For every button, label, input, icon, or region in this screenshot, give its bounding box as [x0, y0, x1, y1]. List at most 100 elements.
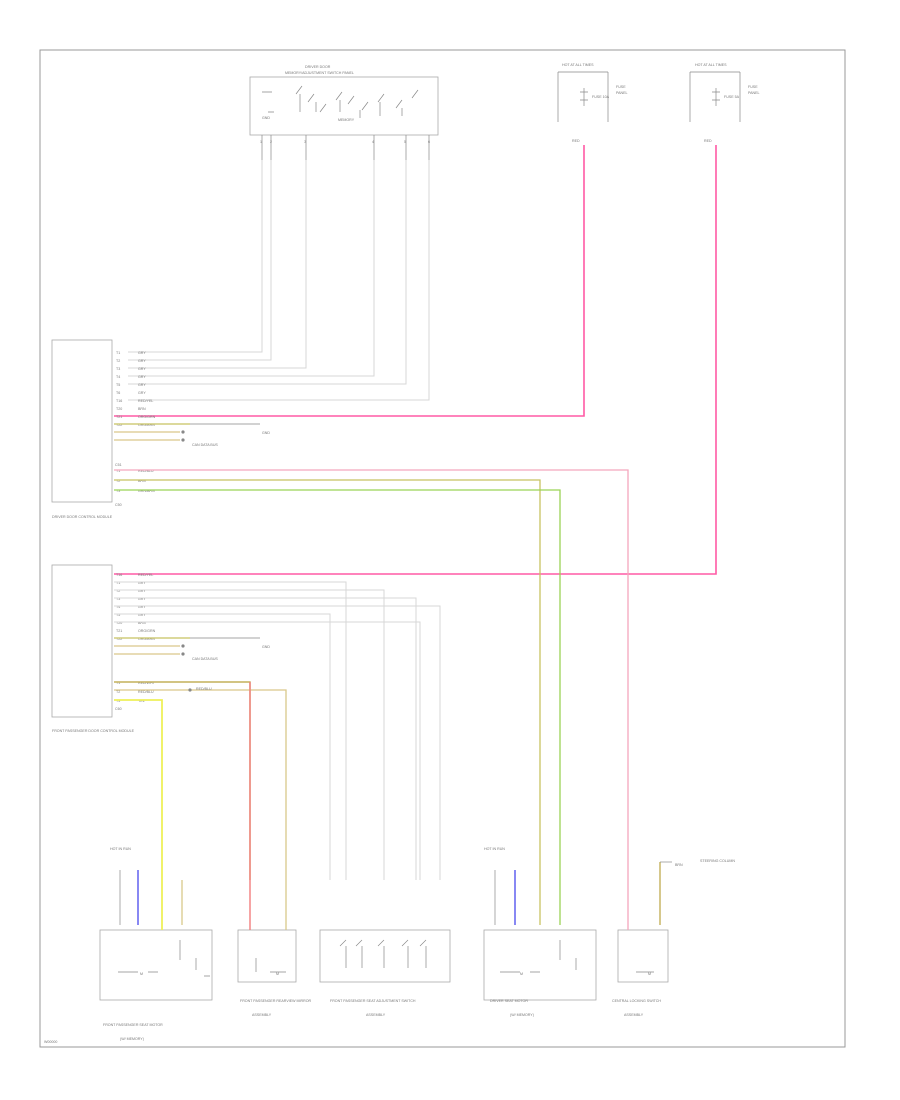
- wire-color-label: RED/WHT: [138, 681, 156, 685]
- passenger-door-module: FRONT PASSENGER DOOR CONTROL MODULE C60: [51, 564, 135, 733]
- wire-color-label: RED/YEL: [138, 573, 153, 577]
- svg-text:ASSEMBLY: ASSEMBLY: [252, 1013, 272, 1017]
- wire-color-label: GRY: [138, 359, 146, 363]
- fuse-box-left: HOT AT ALL TIMES FUSE 10A FUSE PANEL RED: [557, 63, 628, 143]
- wire-color-label: GRY: [138, 351, 146, 355]
- svg-text:M: M: [140, 972, 143, 976]
- svg-text:HOT IN RUN: HOT IN RUN: [110, 847, 131, 851]
- pin-number: T20: [116, 621, 122, 625]
- pin-number: T22: [116, 423, 122, 427]
- wire-color-label: GRY: [138, 613, 146, 617]
- wire-color-label: GRY: [138, 605, 146, 609]
- pin-number: T2: [116, 690, 120, 694]
- svg-text:FUSE 5A: FUSE 5A: [724, 95, 740, 99]
- bottom-label-5: CENTRAL LOCKING SWITCH: [612, 999, 661, 1003]
- pin-number: T16: [116, 399, 122, 403]
- svg-text:MEMORY: MEMORY: [338, 118, 355, 122]
- wire-color-label: GRY: [138, 581, 146, 585]
- svg-text:RED: RED: [572, 139, 580, 143]
- bottom-label-2: FRONT PASSENGER REARVIEW MIRROR: [240, 999, 311, 1003]
- pin-number: T3: [116, 367, 120, 371]
- bottom-label-4: DRIVER SEAT MOTOR: [490, 999, 528, 1003]
- svg-text:C60: C60: [115, 707, 122, 711]
- pin-number: T5: [116, 613, 120, 617]
- pin-number: T2: [116, 589, 120, 593]
- pin-number: T2: [116, 359, 120, 363]
- pin-number: T4: [116, 375, 120, 379]
- driver-seat-motor: HOT IN RUN M DRIVER SEAT MOTOR (W/ MEMOR…: [483, 847, 597, 1017]
- pin-number: T1: [116, 581, 120, 585]
- svg-text:PANEL: PANEL: [616, 91, 628, 95]
- wire-color-label: BRN: [138, 407, 146, 411]
- front-passenger-seat-motor: HOT IN RUN M FRONT PASSENGER SEAT MOTOR …: [99, 847, 213, 1041]
- svg-text:BRN: BRN: [675, 863, 683, 867]
- fuse-box-right: HOT AT ALL TIMES FUSE 5A FUSE PANEL RED: [689, 63, 760, 143]
- wire-color-label: ORG/BRN: [138, 423, 155, 427]
- driver-module-label: DRIVER DOOR CONTROL MODULE: [52, 515, 113, 519]
- svg-text:FUSE: FUSE: [748, 85, 758, 89]
- passenger-module-label: FRONT PASSENGER DOOR CONTROL MODULE: [52, 729, 135, 733]
- pin-number: T4: [116, 605, 120, 609]
- wire-color-label: GRY: [138, 391, 146, 395]
- svg-text:CAN DATA BUS: CAN DATA BUS: [192, 657, 218, 661]
- pin-number: T21: [116, 415, 122, 419]
- svg-text:C50: C50: [115, 503, 122, 507]
- central-locking-switch: BRN STEERING COLUMN M CENTRAL LOCKING SW…: [612, 859, 735, 1017]
- pin-number: T21: [116, 629, 122, 633]
- svg-text:CAN DATA BUS: CAN DATA BUS: [192, 443, 218, 447]
- wire-color-label: BRN: [138, 621, 146, 625]
- passenger-power-wire: [114, 145, 717, 575]
- svg-text:M: M: [648, 972, 651, 976]
- front-passenger-mirror: M FRONT PASSENGER REARVIEW MIRROR ASSEMB…: [237, 929, 311, 1017]
- footer-code: W00000: [44, 1040, 57, 1044]
- svg-text:PANEL: PANEL: [748, 91, 760, 95]
- wire-color-label: GRN/BRN: [138, 489, 155, 493]
- driver-power-wire: [114, 145, 585, 417]
- pin-number: T22: [116, 637, 122, 641]
- svg-text:(W/ MEMORY): (W/ MEMORY): [510, 1013, 534, 1017]
- svg-text:C51: C51: [115, 463, 122, 467]
- svg-text:M: M: [520, 972, 523, 976]
- svg-text:STEERING COLUMN: STEERING COLUMN: [700, 859, 735, 863]
- svg-text:RED/BLU: RED/BLU: [196, 687, 212, 691]
- wire-color-label: GRY: [138, 375, 146, 379]
- pin-number: T1: [116, 351, 120, 355]
- pin-number: T3: [116, 699, 120, 703]
- pin-number: T2: [116, 479, 120, 483]
- wire-color-label: ORG/BRN: [138, 637, 155, 641]
- wire-color-label: GRY: [138, 367, 146, 371]
- driver-door-module: DRIVER DOOR CONTROL MODULE C51 C50: [51, 339, 122, 519]
- pin-number: T3: [116, 489, 120, 493]
- front-passenger-seat-switch: FRONT PASSENGER SEAT ADJUSTMENT SWITCH A…: [319, 929, 451, 1017]
- memory-switch-panel: DRIVER DOOR MEMORY/ADJUSTMENT SWITCH PAN…: [249, 65, 439, 160]
- wire-color-label: GRY: [138, 597, 146, 601]
- pin-number: T6: [116, 391, 120, 395]
- svg-text:FUSE: FUSE: [616, 85, 626, 89]
- svg-text:1: 1: [260, 140, 262, 144]
- pin-number: T16: [116, 573, 122, 577]
- pin-number: T1: [116, 681, 120, 685]
- wire-color-label: GRY: [138, 383, 146, 387]
- svg-text:ASSEMBLY: ASSEMBLY: [624, 1013, 644, 1017]
- pin-number: T5: [116, 383, 120, 387]
- svg-text:M: M: [276, 972, 279, 976]
- switch-panel-title: DRIVER DOOR: [305, 65, 331, 69]
- wire-color-label: RED/BLU: [138, 469, 154, 473]
- svg-text:GND: GND: [262, 431, 270, 435]
- svg-text:GND: GND: [262, 116, 270, 120]
- switch-panel-subtitle: MEMORY/ADJUSTMENT SWITCH PANEL: [285, 71, 354, 75]
- svg-text:FUSE 10A: FUSE 10A: [592, 95, 610, 99]
- wire-color-label: YEL: [138, 699, 145, 703]
- fuse-left-title: HOT AT ALL TIMES: [562, 63, 594, 67]
- pin-number: T20: [116, 407, 122, 411]
- wire-color-label: GRY: [138, 589, 146, 593]
- svg-text:HOT IN RUN: HOT IN RUN: [484, 847, 505, 851]
- wire-color-label: ORG/GRN: [138, 629, 156, 633]
- diagram-frame: [39, 49, 846, 1048]
- wire-color-label: RED/BLU: [138, 690, 154, 694]
- wire-color-label: BRN: [138, 479, 146, 483]
